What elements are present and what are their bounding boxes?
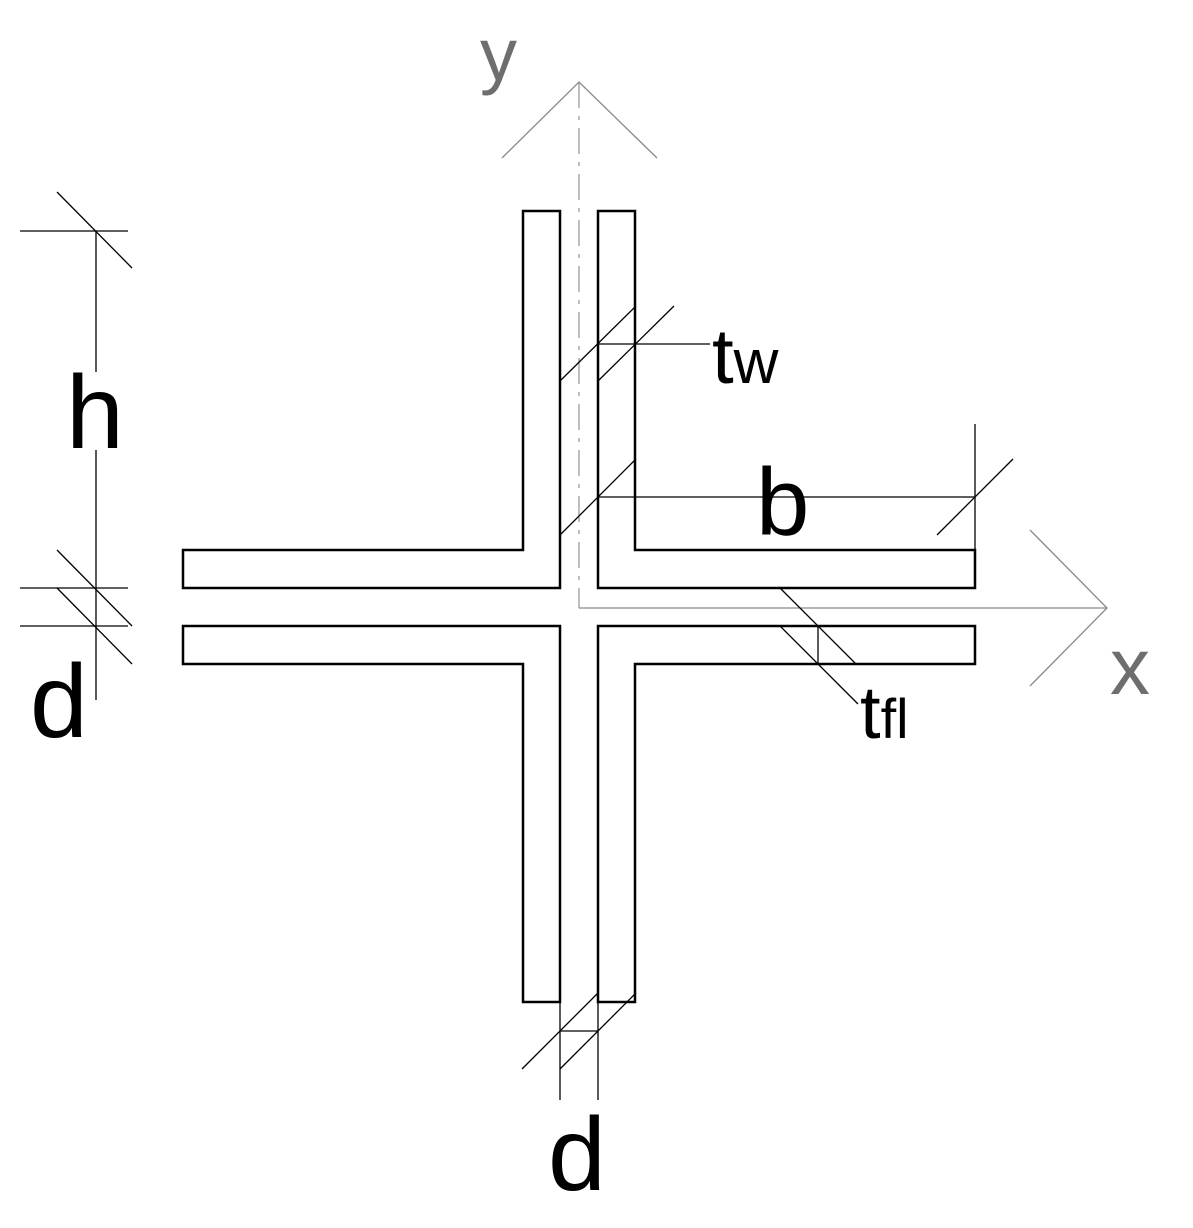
d-bottom-label: d xyxy=(548,1097,606,1213)
dimension-b xyxy=(559,424,1014,550)
dimension-d-bottom xyxy=(521,992,637,1100)
h-label: h xyxy=(66,355,124,471)
angle-bottom-right xyxy=(596,624,977,1004)
dimension-tw xyxy=(559,305,710,382)
y-axis-label: y xyxy=(480,13,517,96)
x-axis-label: x xyxy=(1110,622,1150,711)
tfl-label: tfl xyxy=(860,671,909,754)
d-left-label: d xyxy=(30,644,88,760)
b-label: b xyxy=(756,449,809,556)
angle-top-left xyxy=(181,209,562,590)
angle-bottom-left xyxy=(181,624,562,1004)
section-profiles xyxy=(181,209,977,1004)
x-axis xyxy=(579,529,1108,687)
y-axis xyxy=(501,81,658,608)
tw-label: tw xyxy=(712,312,779,400)
dimension-h xyxy=(20,191,133,700)
dimension-tfl xyxy=(779,587,859,705)
